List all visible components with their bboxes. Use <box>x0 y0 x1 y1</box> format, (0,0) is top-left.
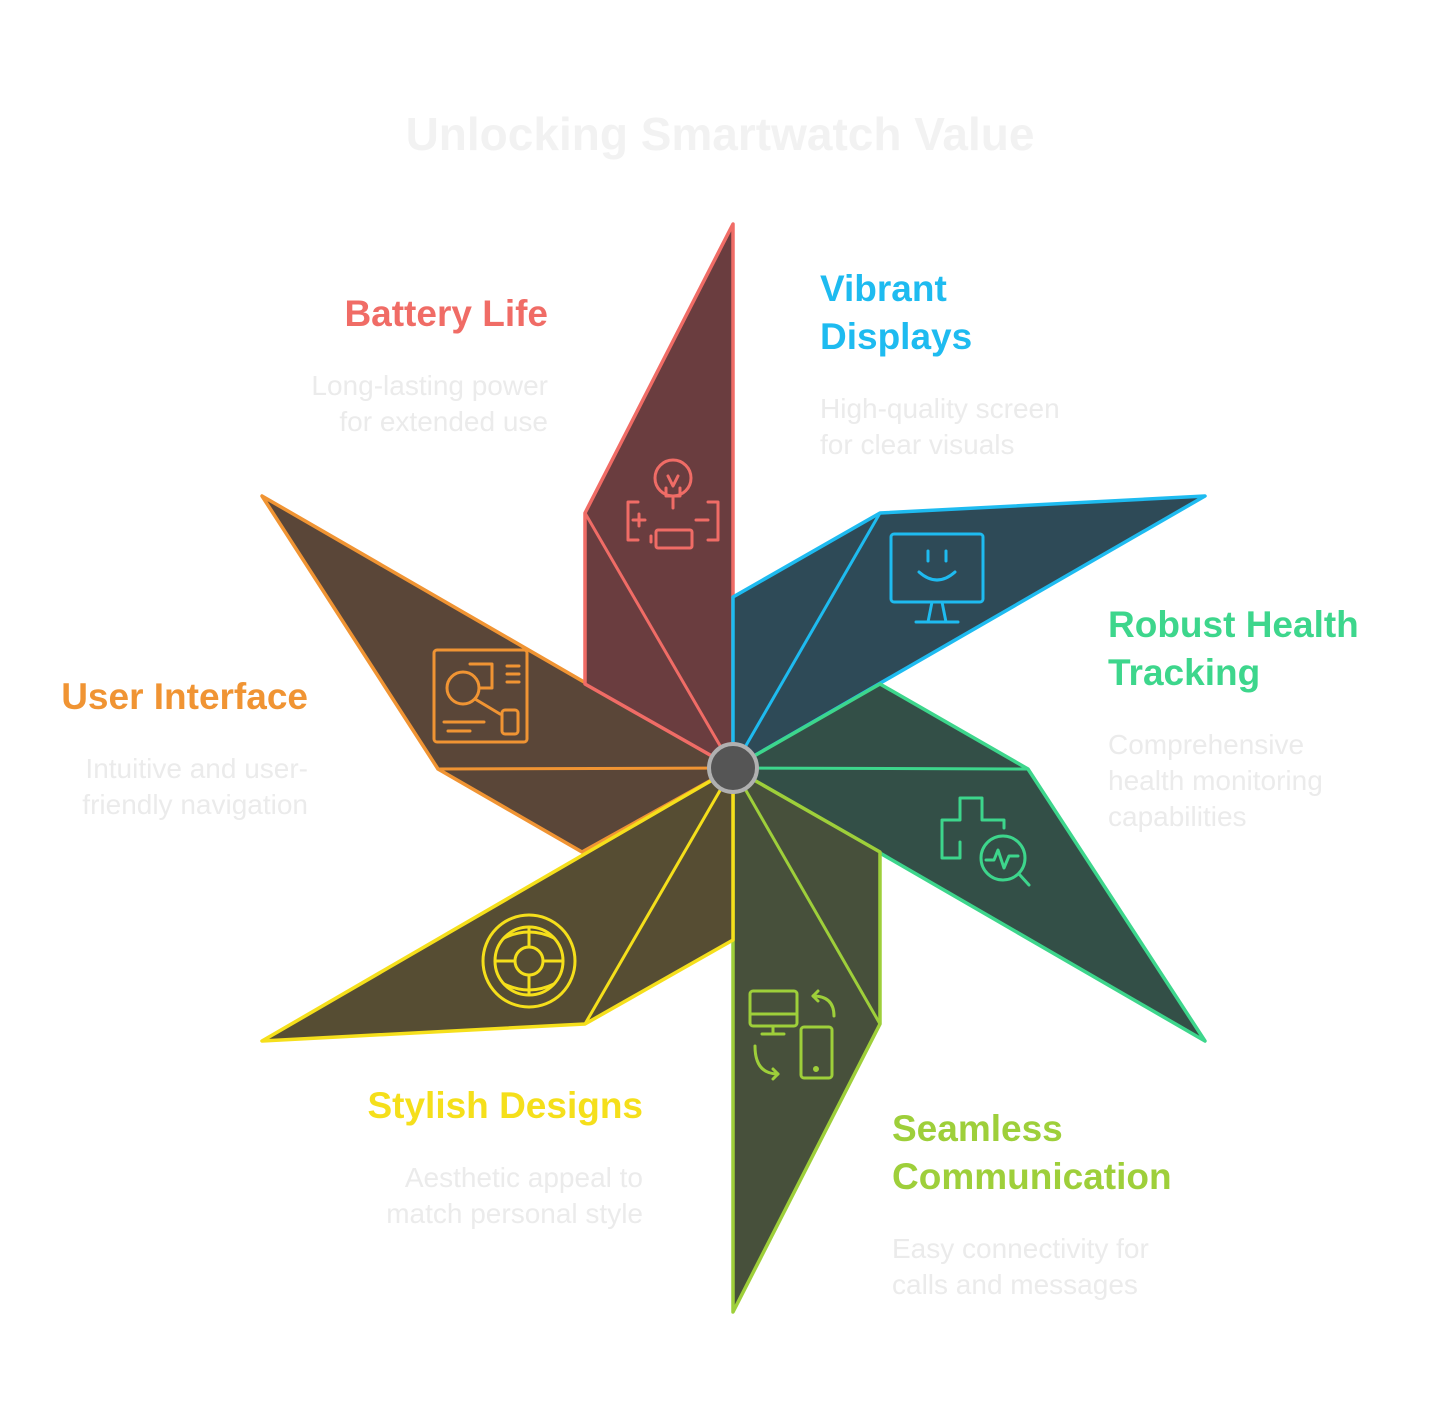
battery-description: Long-lasting power for extended use <box>311 370 548 437</box>
battery-title: Battery Life <box>344 293 548 334</box>
segment-interface <box>260 494 735 854</box>
battery-fold <box>583 512 735 769</box>
label-interface: User Interface Intuitive and user- frien… <box>20 673 308 823</box>
battery-bulb-icon <box>626 458 720 550</box>
health-search-icon <box>940 796 1031 887</box>
interface-fold <box>437 766 734 771</box>
label-stylish: Stylish Designs Aesthetic appeal to matc… <box>300 1082 643 1232</box>
label-health: Robust Health Tracking Comprehensive hea… <box>1108 601 1428 835</box>
segment-battery <box>583 222 735 770</box>
communication-description: Easy connectivity for calls and messages <box>892 1233 1149 1300</box>
stylish-description: Aesthetic appeal to match personal style <box>386 1162 643 1229</box>
page-title: Unlocking Smartwatch Value <box>405 108 1035 160</box>
interface-layout-icon <box>432 648 529 744</box>
displays-title: Vibrant Displays <box>820 268 973 357</box>
stylish-title: Stylish Designs <box>367 1085 643 1126</box>
target-design-icon <box>481 913 577 1009</box>
displays-description: High-quality screen for clear visuals <box>820 393 1060 460</box>
segment-health <box>731 682 1207 1043</box>
monitor-smile-icon <box>889 532 985 624</box>
health-fold <box>732 766 1029 771</box>
communication-blade <box>731 766 882 1314</box>
health-title: Robust Health Tracking <box>1108 604 1359 693</box>
devices-sync-icon <box>748 989 836 1081</box>
interface-title: User Interface <box>61 676 308 717</box>
battery-blade <box>583 222 735 770</box>
segment-communication <box>731 766 882 1314</box>
label-battery: Battery Life Long-lasting power for exte… <box>250 290 548 440</box>
interface-description: Intuitive and user- friendly navigation <box>82 753 308 820</box>
health-description: Comprehensive health monitoring capabili… <box>1108 729 1323 832</box>
label-displays: Vibrant Displays High-quality screen for… <box>820 265 1140 463</box>
stylish-blade <box>260 766 735 1043</box>
center-hub <box>707 742 759 794</box>
stylish-fold <box>583 767 735 1025</box>
communication-fold <box>731 767 882 1025</box>
displays-fold <box>731 512 882 769</box>
segment-stylish <box>260 766 735 1043</box>
label-communication: Seamless Communication Easy connectivity… <box>892 1105 1232 1303</box>
communication-title: Seamless Communication <box>892 1108 1172 1197</box>
